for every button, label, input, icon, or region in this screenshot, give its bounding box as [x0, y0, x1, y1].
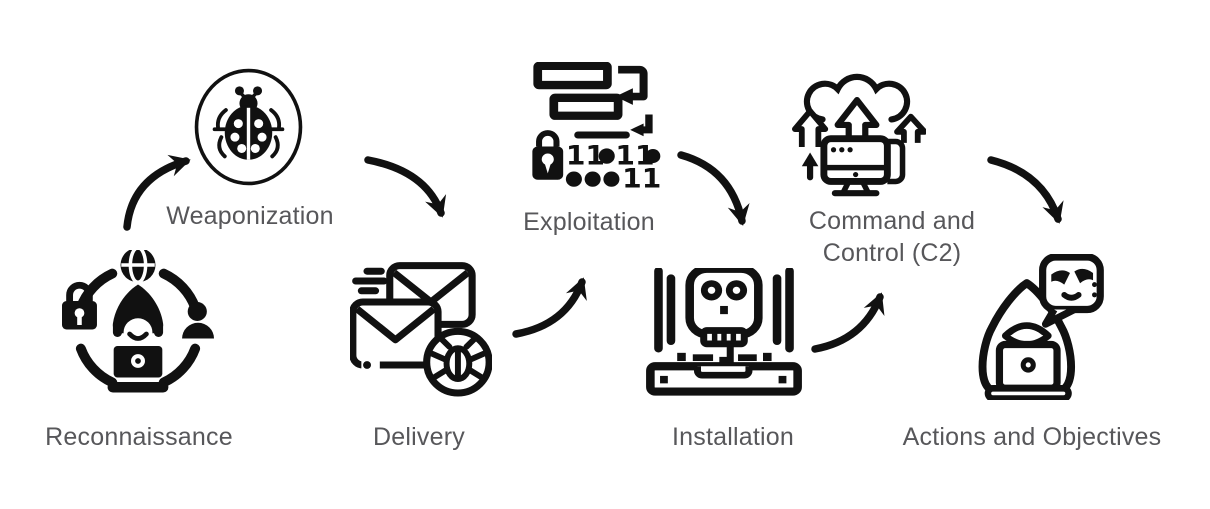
arrow-installation-to-c2 — [811, 292, 885, 353]
svg-text:11: 11 — [566, 140, 605, 171]
stage-label-exploitation: Exploitation — [523, 208, 655, 236]
stage-label-delivery: Delivery — [373, 423, 465, 451]
arrow-delivery-to-exploitation — [512, 277, 587, 338]
arrow-exploitation-to-installation — [677, 151, 750, 226]
arrow-weaponization-to-delivery — [364, 156, 447, 218]
stage-label-installation: Installation — [672, 423, 794, 451]
svg-text:11: 11 — [622, 163, 661, 190]
hacker-speech-bubble-icon — [978, 254, 1104, 400]
stage-label-reconnaissance: Reconnaissance — [45, 423, 233, 451]
arrow-recon-to-weaponization — [123, 154, 191, 231]
ladybug-circle-icon — [194, 68, 303, 186]
stage-label-command-and-control: Command and Control (C2) — [808, 207, 976, 267]
envelopes-bug-icon — [350, 262, 492, 397]
stage-label-weaponization: Weaponization — [166, 202, 334, 230]
spy-network-icon — [62, 250, 214, 393]
cloud-upload-computer-icon — [792, 73, 926, 197]
arrow-c2-to-actions — [987, 156, 1064, 224]
stage-label-actions-and-objectives: Actions and Objectives — [902, 423, 1162, 451]
laptop-skull-icon — [646, 268, 802, 396]
